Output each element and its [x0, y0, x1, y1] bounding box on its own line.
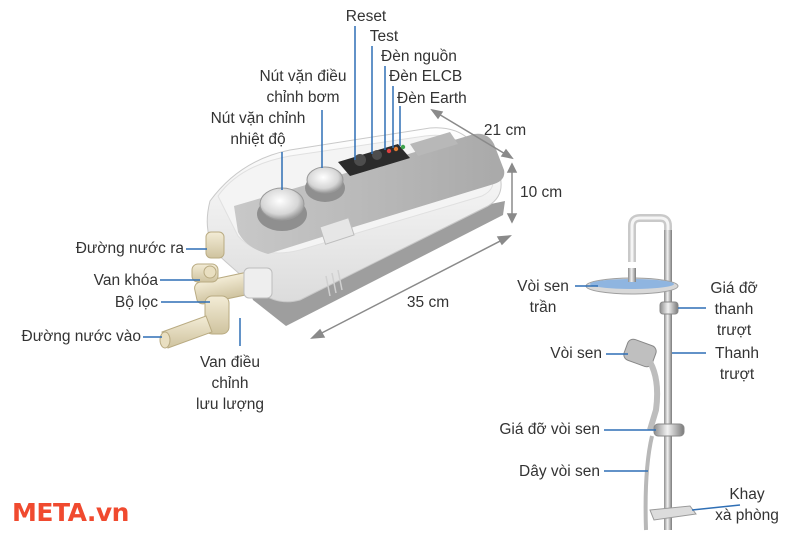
power-light: [386, 148, 392, 154]
soap-tray-leader: [691, 504, 741, 511]
width-arrow-end: [496, 235, 512, 246]
height-arrow-end: [506, 213, 518, 224]
plumbing: [159, 231, 273, 349]
slide-bar-label-line-1: Thanh: [715, 345, 759, 362]
shower-set: [585, 214, 697, 531]
shower-slide-bar: [664, 230, 672, 530]
depth-dimension-label: 21 cm: [483, 122, 527, 139]
reset-button: [354, 154, 366, 166]
flow-valve: [204, 295, 230, 335]
hand-shower-handle: [647, 360, 661, 431]
width-arrow-start: [310, 328, 326, 339]
flow-valve-label-line-2: chỉnh: [211, 375, 249, 392]
temperature-knob-label-line-2: nhiệt độ: [230, 131, 286, 148]
soap-tray-label: Khay xà phòng: [700, 484, 794, 526]
slide-holder-label-line-2: thanh: [714, 301, 754, 318]
depth-arrow-start: [430, 108, 444, 120]
overhead-shower-face: [590, 279, 674, 289]
elcb-light-label: Đèn ELCB: [389, 68, 463, 85]
temperature-knob: [259, 187, 305, 221]
water-out-label: Đường nước ra: [75, 240, 184, 257]
earth-light-label: Đèn Earth: [397, 90, 467, 107]
shower-hose-label: Dây vòi sen: [519, 463, 600, 480]
spec-sticker: [319, 217, 355, 245]
slide-holder-label-line-3: trượt: [716, 322, 752, 339]
heater-leader-lines: [143, 26, 401, 346]
water-heater: [159, 127, 505, 349]
overhead-arm: [628, 214, 672, 262]
shower-holder: [653, 423, 685, 437]
shower-holder-label: Giá đỡ vòi sen: [499, 421, 600, 438]
overhead-shower-label-line-1: Vòi sen: [517, 278, 569, 295]
button-strip: [338, 144, 410, 176]
reset-label: Reset: [345, 8, 387, 25]
shower-hose: [643, 435, 654, 531]
slide-holder: [659, 301, 679, 315]
pump-knob-label-line-1: Nút vặn điều: [259, 68, 347, 85]
pump-knob-label-line-2: chỉnh bơm: [266, 89, 340, 106]
pump-knob-label: Nút vặn điều chỉnh bơm: [242, 66, 364, 108]
width-dimension-label: 35 cm: [406, 294, 450, 311]
soap-tray-label-line-1: Khay: [729, 486, 765, 503]
height-dimension-label: 10 cm: [520, 184, 563, 201]
earth-light: [400, 144, 406, 150]
flow-valve-label-line-1: Van điều: [199, 354, 261, 371]
overhead-arm-highlight: [630, 216, 670, 262]
width-dimension-line: [311, 235, 511, 339]
shower-leader-lines: [575, 285, 741, 511]
flow-valve-label: Van điều chỉnh lưu lượng: [182, 352, 278, 415]
power-light-label: Đèn nguồn: [381, 48, 457, 65]
hand-shower-label: Vòi sen: [550, 345, 602, 362]
inlet-fitting: [243, 267, 273, 299]
depth-dimension-line: [431, 109, 513, 159]
depth-arrow-end: [500, 148, 514, 160]
side-vents: [325, 269, 343, 297]
water-in-label: Đường nước vào: [21, 328, 142, 345]
filter-label: Bộ lọc: [114, 294, 158, 311]
flow-valve-label-line-3: lưu lượng: [196, 396, 264, 413]
temperature-knob-label: Nút vặn chỉnh nhiệt độ: [194, 108, 322, 150]
elcb-light: [393, 146, 399, 152]
slide-bar-label: Thanh trượt: [700, 343, 774, 385]
pump-knob: [306, 166, 344, 194]
hand-shower-head: [623, 338, 657, 368]
overhead-shower-label: Vòi sen trần: [500, 276, 586, 318]
dimension-lines: [310, 108, 518, 339]
soap-tray-label-line-2: xà phòng: [715, 507, 779, 524]
overhead-shower-label-line-2: trần: [529, 299, 557, 316]
slide-holder-label: Giá đỡ thanh trượt: [696, 278, 772, 341]
test-button: [372, 150, 382, 160]
brand-watermark: META.vn: [12, 498, 129, 527]
test-label: Test: [369, 28, 399, 45]
slide-holder-label-line-1: Giá đỡ: [710, 280, 758, 297]
brand-plate: [410, 132, 458, 156]
water-in-inlet: [159, 331, 171, 349]
height-arrow-start: [506, 162, 518, 173]
soap-tray: [649, 505, 697, 521]
lock-valve-knob: [203, 265, 217, 279]
lock-valve-label: Van khóa: [93, 272, 158, 289]
overhead-shower-joint: [628, 268, 636, 282]
temperature-knob-label-line-1: Nút vặn chỉnh: [210, 110, 306, 127]
slide-bar-label-line-2: trượt: [719, 366, 755, 383]
water-out-pipe: [205, 231, 225, 259]
